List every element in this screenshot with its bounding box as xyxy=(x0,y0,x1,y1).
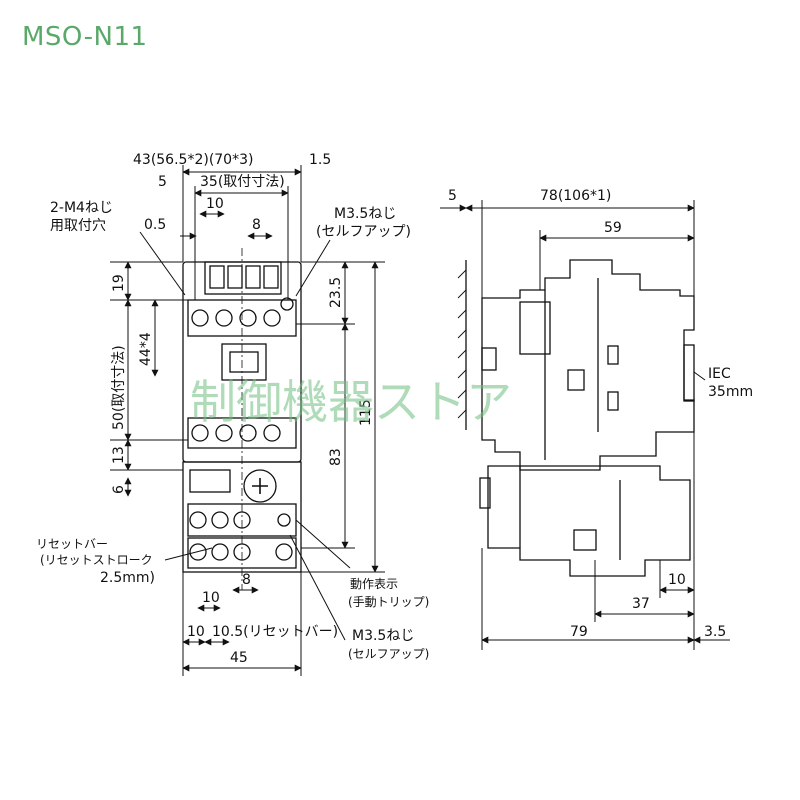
bottom-screw-callout-1: M3.5ねじ xyxy=(352,628,414,644)
dim-pitch-8: 8 xyxy=(252,217,261,233)
dim-side-depth-10: 10 xyxy=(668,572,686,588)
mount-hole-callout-1: 2-M4ねじ xyxy=(50,200,113,216)
dim-side-depth-79: 79 xyxy=(570,624,588,640)
dim-side-left-5: 5 xyxy=(448,188,457,204)
dim-side-right-35: 3.5 xyxy=(704,624,726,640)
dim-height-13: 13 xyxy=(111,446,127,464)
dim-bottom-8: 8 xyxy=(242,572,251,588)
dim-height-19: 19 xyxy=(111,274,127,292)
trip-callout-1: 動作表示 xyxy=(350,577,398,591)
din-rail xyxy=(683,344,695,402)
side-overload-body xyxy=(487,465,691,577)
dim-height-83: 83 xyxy=(328,448,344,466)
top-screw-callout-1: M3.5ねじ xyxy=(334,206,396,222)
dim-overall-width: 43(56.5*2)(70*3) xyxy=(133,152,253,168)
dim-side-depth-37: 37 xyxy=(632,596,650,612)
side-view xyxy=(457,259,695,577)
dim-height-235: 23.5 xyxy=(328,277,344,308)
dim-bottom-10b: 10 xyxy=(187,624,205,640)
dim-reset-bar-105: 10.5(リセットバー) xyxy=(212,624,338,640)
rail-label-2: 35mm xyxy=(708,384,753,400)
side-dimension-lines xyxy=(440,200,730,650)
front-view xyxy=(182,248,302,590)
dim-side-depth-78: 78(106*1) xyxy=(540,188,611,204)
dim-bottom-10: 10 xyxy=(202,590,220,606)
dim-side-depth-59: 59 xyxy=(604,220,622,236)
rail-label-1: IEC xyxy=(708,366,731,382)
dim-pitch-10: 10 xyxy=(206,196,224,212)
front-dimension-lines xyxy=(110,165,385,676)
bottom-screw-callout-2: (セルフアップ) xyxy=(348,647,429,661)
reset-bar-callout-1: リセットバー xyxy=(36,537,108,551)
dim-left-margin: 5 xyxy=(158,174,167,190)
top-screw-callout-2: (セルフアップ) xyxy=(316,224,411,240)
side-contactor-body xyxy=(481,259,695,471)
dim-height-115: 115 xyxy=(358,399,374,426)
front-dimension-labels: 43(56.5*2)(70*3) 1.5 5 35(取付寸法) 10 8 0.5… xyxy=(36,152,429,666)
dim-height-6: 6 xyxy=(111,485,127,494)
dim-mount-pitch: 35(取付寸法) xyxy=(200,174,285,190)
dim-mount-height: 50(取付寸法) xyxy=(111,345,127,430)
side-dimension-labels: 5 78(106*1) 59 IEC 35mm 10 37 79 3.5 xyxy=(448,188,753,640)
mount-hole-callout-2: 用取付穴 xyxy=(50,218,106,234)
adjust-dial xyxy=(243,469,277,503)
trip-callout-2: (手動トリップ) xyxy=(348,595,429,609)
dim-height-44: 44*4 xyxy=(138,332,154,366)
coil-window xyxy=(221,343,267,381)
dim-width-45: 45 xyxy=(230,650,248,666)
reset-bar-callout-3: 2.5mm) xyxy=(100,570,155,586)
top-terminal-block xyxy=(204,261,282,295)
model-title: MSO-N11 xyxy=(22,22,148,52)
store-watermark: 制御機器ストア xyxy=(190,375,512,429)
reset-bar-callout-2: (リセットストローク xyxy=(40,553,153,567)
dim-offset-05: 0.5 xyxy=(144,217,166,233)
dim-offset-right: 1.5 xyxy=(309,152,331,168)
